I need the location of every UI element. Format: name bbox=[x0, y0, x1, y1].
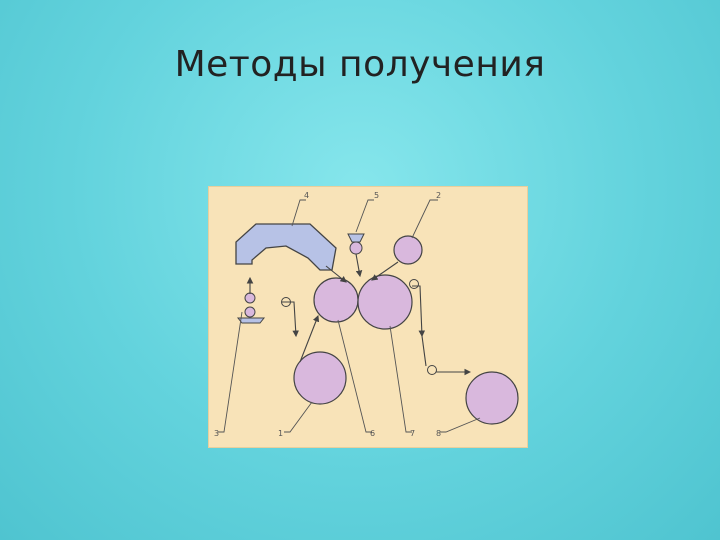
process-diagram: 4 5 2 3 1 6 7 8 bbox=[208, 186, 528, 448]
leader-5 bbox=[355, 199, 374, 233]
label-5: 5 bbox=[374, 191, 379, 200]
leader-2 bbox=[411, 199, 438, 239]
roll-7 bbox=[357, 274, 413, 330]
hopper-shape bbox=[235, 223, 337, 271]
process-diagram-svg: 4 5 2 3 1 6 7 8 bbox=[214, 191, 519, 438]
unit-3-top-roller bbox=[244, 292, 256, 304]
roll-2 bbox=[393, 235, 423, 265]
leader-1 bbox=[284, 401, 313, 433]
roll-1 bbox=[293, 351, 347, 405]
label-4: 4 bbox=[304, 191, 309, 200]
roll-8 bbox=[465, 371, 519, 425]
unit-3-tray bbox=[236, 317, 266, 324]
label-6: 6 bbox=[370, 429, 375, 438]
label-2: 2 bbox=[436, 191, 441, 200]
guide-roller-bottom bbox=[427, 365, 437, 375]
roll-6 bbox=[313, 277, 359, 323]
unit-3-bottom-roller bbox=[244, 306, 256, 318]
label-3: 3 bbox=[214, 429, 219, 438]
label-1: 1 bbox=[278, 429, 283, 438]
path-feeder5-to-nip bbox=[355, 253, 363, 278]
guide-roller-right bbox=[409, 279, 419, 289]
feeder-5-funnel bbox=[347, 233, 365, 243]
path-roll1-up bbox=[299, 314, 320, 363]
path-roll2-to-nip bbox=[371, 261, 399, 281]
leader-6 bbox=[337, 319, 372, 433]
leader-8 bbox=[440, 417, 481, 433]
feeder-5-roller bbox=[349, 241, 363, 255]
path-left-guide bbox=[282, 301, 299, 338]
label-8: 8 bbox=[436, 429, 441, 438]
leader-3 bbox=[218, 311, 243, 433]
label-7: 7 bbox=[410, 429, 415, 438]
slide-title: Методы получения bbox=[174, 44, 546, 85]
path-hopper-to-nip bbox=[325, 265, 347, 283]
leader-4 bbox=[291, 199, 306, 227]
path-right-down bbox=[412, 285, 426, 338]
leader-7 bbox=[389, 325, 412, 433]
path-down-to-bottom-roller bbox=[421, 335, 427, 367]
